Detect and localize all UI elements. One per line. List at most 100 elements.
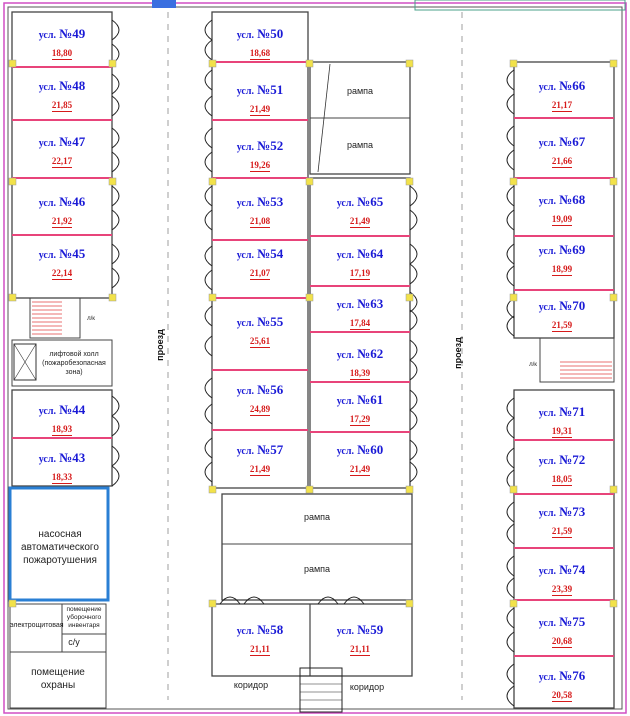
unit-prefix: усл. [336, 300, 354, 311]
unit-number: №55 [257, 314, 284, 329]
unit-prefix: усл. [336, 350, 354, 361]
unit-prefix: усл. [538, 82, 556, 93]
unit-prefix: усл. [538, 138, 556, 149]
unit-prefix: усл. [336, 250, 354, 261]
unit-prefix: усл. [538, 618, 556, 629]
unit-69: усл. №69 18,99 [522, 242, 602, 277]
unit-number: №71 [559, 404, 586, 419]
unit-prefix: усл. [336, 198, 354, 209]
unit-number: №67 [559, 134, 586, 149]
unit-prefix: усл. [236, 318, 254, 329]
pump-room-box [8, 486, 110, 602]
unit-71: усл. №71 19,31 [522, 404, 602, 439]
unit-60: усл. №60 21,49 [320, 442, 400, 477]
unit-number: №60 [357, 442, 384, 457]
unit-area: 21,49 [349, 216, 371, 228]
unit-72: усл. №72 18,05 [522, 452, 602, 487]
unit-prefix: усл. [38, 454, 56, 465]
unit-area: 21,11 [250, 644, 270, 656]
unit-area: 21,11 [350, 644, 370, 656]
top-window-left [152, 0, 176, 8]
ramp-label-bottom-1: рампа [303, 512, 331, 522]
unit-area: 17,84 [349, 318, 371, 330]
unit-number: №57 [257, 442, 284, 457]
bottom-stair [299, 667, 343, 713]
unit-55: усл. №55 25,61 [220, 314, 300, 349]
unit-area: 21,08 [249, 216, 271, 228]
unit-prefix: усл. [236, 30, 254, 41]
unit-56: усл. №56 24,89 [220, 382, 300, 417]
unit-prefix: усл. [38, 30, 56, 41]
unit-number: №51 [257, 82, 284, 97]
unit-number: №63 [357, 296, 384, 311]
unit-number: №53 [257, 194, 284, 209]
unit-area: 21,59 [551, 526, 573, 538]
unit-number: №59 [357, 622, 384, 637]
elevator-hall-label: лифтовой холл (пожаробезопасная зона) [42, 351, 106, 376]
left-stair-steps [32, 301, 62, 335]
unit-number: №61 [357, 392, 384, 407]
unit-prefix: усл. [236, 86, 254, 97]
unit-prefix: усл. [38, 406, 56, 417]
unit-area: 21,49 [249, 464, 271, 476]
unit-area: 21,92 [51, 216, 73, 228]
unit-prefix: усл. [38, 198, 56, 209]
unit-prefix: усл. [538, 456, 556, 467]
unit-area: 25,61 [249, 336, 271, 348]
unit-prefix: усл. [538, 672, 556, 683]
unit-prefix: усл. [538, 246, 556, 257]
unit-number: №72 [559, 452, 586, 467]
unit-prefix: усл. [538, 408, 556, 419]
unit-area: 21,49 [349, 464, 371, 476]
unit-prefix: усл. [236, 198, 254, 209]
unit-number: №48 [59, 78, 86, 93]
unit-51: усл. №51 21,49 [220, 82, 300, 117]
unit-number: №69 [559, 242, 586, 257]
unit-prefix: усл. [538, 508, 556, 519]
inner-wall [7, 6, 623, 710]
unit-number: №56 [257, 382, 284, 397]
unit-prefix: усл. [236, 250, 254, 261]
unit-prefix: усл. [236, 386, 254, 397]
unit-area: 24,89 [249, 404, 271, 416]
unit-area: 23,39 [551, 584, 573, 596]
electrical-room-label: электрощитовая [10, 622, 64, 629]
ramp-label-bottom-2: рампа [303, 564, 331, 574]
center-left-partitions [212, 61, 308, 431]
center-left-units [211, 11, 309, 489]
unit-prefix: усл. [38, 138, 56, 149]
pump-room-label: насосная автоматического пожаротушения [21, 529, 99, 566]
unit-number: №62 [357, 346, 384, 361]
unit-53: усл. №53 21,08 [220, 194, 300, 229]
unit-prefix: усл. [336, 626, 354, 637]
unit-number: №45 [59, 246, 86, 261]
right-stair-steps [560, 361, 612, 379]
corridor-label-right: коридор [349, 682, 385, 692]
unit-number: №75 [559, 614, 586, 629]
unit-area: 21,59 [551, 320, 573, 332]
left-stair-box [29, 297, 81, 339]
passage-label-left: проезд [154, 329, 165, 361]
unit-number: №52 [257, 138, 284, 153]
unit-prefix: усл. [336, 446, 354, 457]
unit-area: 19,31 [551, 426, 573, 438]
left-partitions [12, 66, 112, 439]
unit-area: 18,05 [551, 474, 573, 486]
stair-label-right: л/к [529, 362, 537, 368]
unit-area: 21,49 [249, 104, 271, 116]
elevator-cross-b [13, 343, 37, 381]
unit-area: 21,66 [551, 156, 573, 168]
unit-number: №44 [59, 402, 86, 417]
unit-prefix: усл. [38, 250, 56, 261]
unit-area: 18,99 [551, 264, 573, 276]
